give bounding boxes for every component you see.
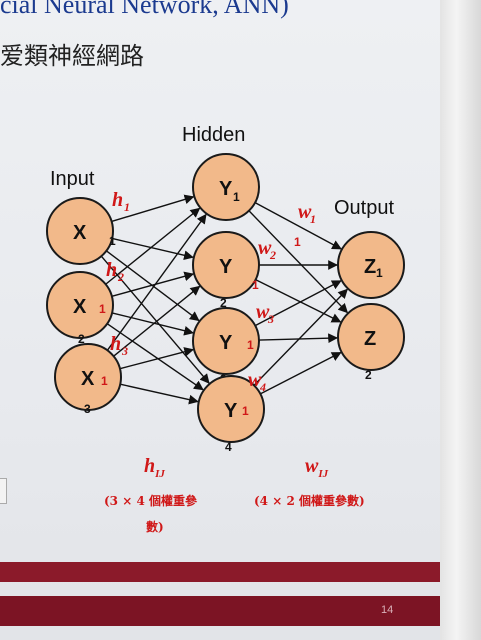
edge-arrow (111, 237, 194, 261)
edge-arrow (106, 213, 207, 351)
w-weight-label-1: w (298, 201, 312, 223)
input-node-letter: X (73, 222, 87, 244)
edge-arrow (260, 351, 342, 395)
hidden-node-subscript: 1 (252, 278, 259, 292)
hidden-node-1 (192, 153, 260, 221)
output-node-subscript: 1 (376, 266, 383, 280)
edge-arrow (111, 312, 194, 336)
output-node-letter: Z (364, 328, 376, 350)
side-tab (0, 478, 7, 504)
hidden-node-index: 2 (220, 296, 227, 310)
w-weight-label-2: w (258, 237, 272, 259)
edge-arrow (120, 383, 199, 405)
h-param-note-line1: (3 × 4 個權重參 (104, 494, 197, 508)
output-node-1 (337, 231, 405, 299)
output-node-index: 2 (365, 368, 372, 382)
input-node-letter: X (81, 368, 95, 390)
hidden-node-subscript: 1 (242, 404, 249, 418)
input-node-3 (54, 343, 122, 411)
hidden-node-letter: Y (219, 256, 233, 278)
edge-arrow (258, 333, 338, 344)
edge-arrow (113, 285, 201, 357)
h-weight-label-3-subscript: 3 (121, 344, 128, 358)
edge-arrow (111, 194, 195, 223)
edge-arrow (255, 279, 342, 323)
hidden-node-letter: Y (219, 332, 233, 354)
hidden-node-3 (192, 307, 260, 375)
edge-arrow (111, 271, 195, 297)
w-weight-label-3: w (256, 301, 270, 323)
edge-arrow (254, 202, 342, 250)
edge-arrow (105, 207, 201, 285)
h-weight-label-2-subscript: 2 (117, 270, 124, 284)
h-weight-label-3: h (110, 333, 121, 355)
connection-edges (100, 194, 349, 405)
page-number: 14 (381, 604, 394, 616)
hidden-node-subscript: 1 (233, 190, 240, 204)
input-node-subscript: 1 (101, 374, 108, 388)
slide-title-chinese: 爱類神經網路 (0, 42, 144, 70)
edge-red-index: 1 (294, 235, 301, 249)
input-node-letter: X (73, 296, 87, 318)
footer-bar-bottom (0, 596, 440, 626)
hidden-node-2 (192, 231, 260, 299)
hidden-node-subscript: 1 (247, 338, 254, 352)
w-weight-label-3-subscript: 3 (267, 312, 274, 326)
input-node-subscript: 1 (99, 302, 106, 316)
hidden-layer-label: Hidden (182, 124, 246, 146)
edge-arrow (106, 323, 204, 391)
w-weight-label-1-subscript: 1 (310, 212, 316, 226)
network-nodes: X1X12X13Y1Y12Y13Y14Z1Z2 (46, 153, 405, 454)
input-node-subscript: 1 (109, 234, 116, 248)
edge-arrow (100, 255, 210, 384)
edge-arrow (253, 288, 348, 386)
input-layer-label: Input (50, 168, 95, 190)
hidden-node-index: 4 (225, 440, 232, 454)
w-param-note: (4 × 2 個權重參數) (254, 494, 365, 508)
slide-title-english: cial Neural Network, ANN) (0, 0, 289, 19)
h-weight-label-2: h (106, 259, 117, 281)
h-weight-label-1-subscript: 1 (124, 200, 130, 214)
h-param-label: hIJ (144, 455, 165, 480)
input-node-index: 2 (78, 332, 85, 346)
output-node-2 (337, 303, 405, 371)
input-node-2 (46, 271, 114, 339)
input-node-1 (46, 197, 114, 265)
h-weight-label-1: h (112, 189, 123, 211)
output-layer-label: Output (334, 197, 395, 219)
input-node-index: 3 (84, 402, 91, 416)
edge-arrow (254, 280, 342, 327)
output-node-letter: Z (364, 256, 376, 278)
w-weight-label-4: w (248, 369, 262, 391)
footer-bar-top (0, 562, 440, 582)
h-param-note-line2: 數) (146, 520, 164, 534)
hidden-node-letter: Y (224, 400, 238, 422)
w-weight-label-4-subscript: 4 (259, 380, 266, 394)
edge-arrow (248, 210, 349, 314)
w-weight-label-2-subscript: 2 (269, 248, 276, 262)
monitor-bezel (440, 0, 481, 640)
w-param-label: wIJ (305, 455, 329, 480)
hidden-node-letter: Y (219, 178, 233, 200)
hidden-node-4 (197, 375, 265, 443)
edge-arrow (119, 347, 195, 370)
